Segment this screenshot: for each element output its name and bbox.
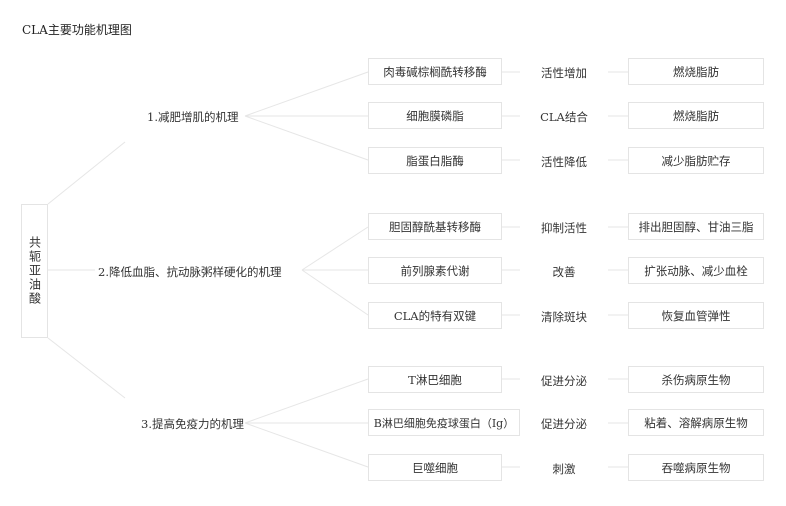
branch3-target-2: B淋巴细胞免疫球蛋白（Ig） [368,409,520,436]
branch1-target-1: 肉毒碱棕榈酰转移酶 [368,58,502,85]
branch1-effect-1: 燃烧脂肪 [628,58,764,85]
branch3-action-3: 刺激 [520,461,608,477]
branch-label-3: 3.提高免疫力的机理 [141,416,244,432]
branch-label-2: 2.降低血脂、抗动脉粥样硬化的机理 [98,264,282,280]
branch3-effect-2: 粘着、溶解病原生物 [628,409,764,436]
connector-line [47,141,126,205]
branch1-effect-2: 燃烧脂肪 [628,102,764,129]
branch2-action-3: 清除斑块 [520,309,608,325]
branch3-effect-1: 杀伤病原生物 [628,366,764,393]
branch1-action-3: 活性降低 [520,154,608,170]
branch2-action-2: 改善 [520,264,608,280]
connector-line [244,115,369,161]
root-node: 共轭亚油酸 [21,204,48,338]
branch2-effect-1: 排出胆固醇、甘油三脂 [628,213,764,240]
connector-line [244,71,369,117]
branch2-effect-2: 扩张动脉、减少血栓 [628,257,764,284]
connector-line [301,269,369,316]
connector-line [244,378,369,424]
branch-label-1: 1.减肥增肌的机理 [147,109,239,125]
branch1-action-2: CLA结合 [520,109,608,125]
branch2-action-1: 抑制活性 [520,220,608,236]
connector-line [301,226,369,271]
branch2-target-1: 胆固醇酰基转移酶 [368,213,502,240]
branch3-target-3: 巨噬细胞 [368,454,502,481]
branch3-effect-3: 吞噬病原生物 [628,454,764,481]
connector-line [244,422,369,468]
branch3-action-2: 促进分泌 [520,416,608,432]
diagram-title: CLA主要功能机理图 [22,23,132,37]
branch1-action-1: 活性增加 [520,65,608,81]
branch1-effect-3: 减少脂肪贮存 [628,147,764,174]
branch1-target-2: 细胞膜磷脂 [368,102,502,129]
branch2-target-2: 前列腺素代谢 [368,257,502,284]
branch3-action-1: 促进分泌 [520,373,608,389]
branch2-effect-3: 恢复血管弹性 [628,302,764,329]
connector-line [47,337,126,399]
branch2-target-3: CLA的特有双键 [368,302,502,329]
branch3-target-1: T淋巴细胞 [368,366,502,393]
branch1-target-3: 脂蛋白脂酶 [368,147,502,174]
